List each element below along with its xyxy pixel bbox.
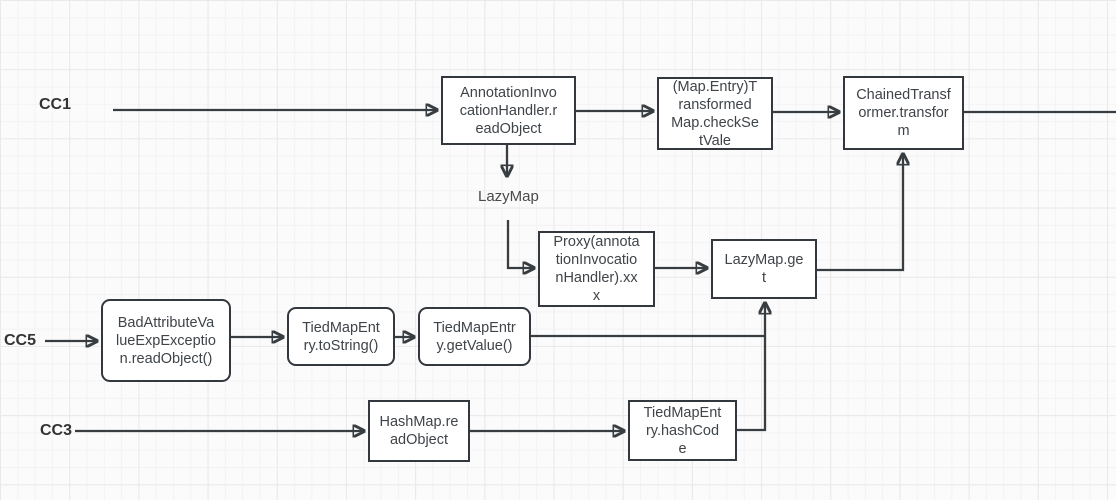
node-chainedtransformer-transform[interactable]: ChainedTransf ormer.transfor m: [843, 76, 964, 150]
chain-label-cc3: CC3: [40, 422, 73, 439]
node-tiedmapentry-getvalue[interactable]: TiedMapEntr y.getValue(): [418, 307, 531, 366]
node-label: TiedMapEnt ry.hashCod e: [643, 404, 722, 457]
node-label: AnnotationInvo cationHandler.r eadObject: [459, 84, 558, 137]
edge-lazymap-label-to-proxy[interactable]: [506, 220, 534, 268]
node-annotation-readobject[interactable]: AnnotationInvo cationHandler.r eadObject: [441, 76, 576, 145]
node-label: HashMap.re adObject: [379, 414, 459, 448]
node-proxy-xxx[interactable]: Proxy(annota tionInvocatio nHandler).xx …: [538, 231, 655, 307]
chain-label-cc5: CC5: [4, 332, 37, 349]
node-transformedmap-checksetvale[interactable]: (Map.Entry)T ransformed Map.checkSe tVal…: [657, 77, 773, 150]
node-label: TiedMapEnt ry.toString(): [302, 319, 380, 354]
node-label: TiedMapEntr y.getValue(): [433, 319, 516, 354]
node-label: Proxy(annota tionInvocatio nHandler).xx …: [553, 234, 640, 304]
chain-label-cc1: CC1: [39, 96, 72, 113]
node-label: ChainedTransf ormer.transfor m: [856, 87, 951, 139]
node-label: (Map.Entry)T ransformed Map.checkSe tVal…: [671, 78, 759, 149]
node-tiedmapentry-hashcode[interactable]: TiedMapEnt ry.hashCod e: [628, 400, 737, 461]
edge-lazymapget-to-chained[interactable]: [817, 154, 903, 272]
node-label: BadAttributeVa lueExpExceptio n.readObje…: [116, 314, 216, 367]
edge-hashcode-to-lazymapget[interactable]: [737, 303, 765, 432]
node-tiedmapentry-tostring[interactable]: TiedMapEnt ry.toString(): [287, 307, 395, 366]
node-badattr-readobject[interactable]: BadAttributeVa lueExpExceptio n.readObje…: [101, 299, 231, 382]
node-hashmap-readobject[interactable]: HashMap.re adObject: [368, 400, 470, 462]
lazymap-label: LazyMap: [478, 188, 539, 205]
node-lazymap-get[interactable]: LazyMap.ge t: [711, 239, 817, 299]
node-label: LazyMap.ge t: [724, 252, 804, 286]
